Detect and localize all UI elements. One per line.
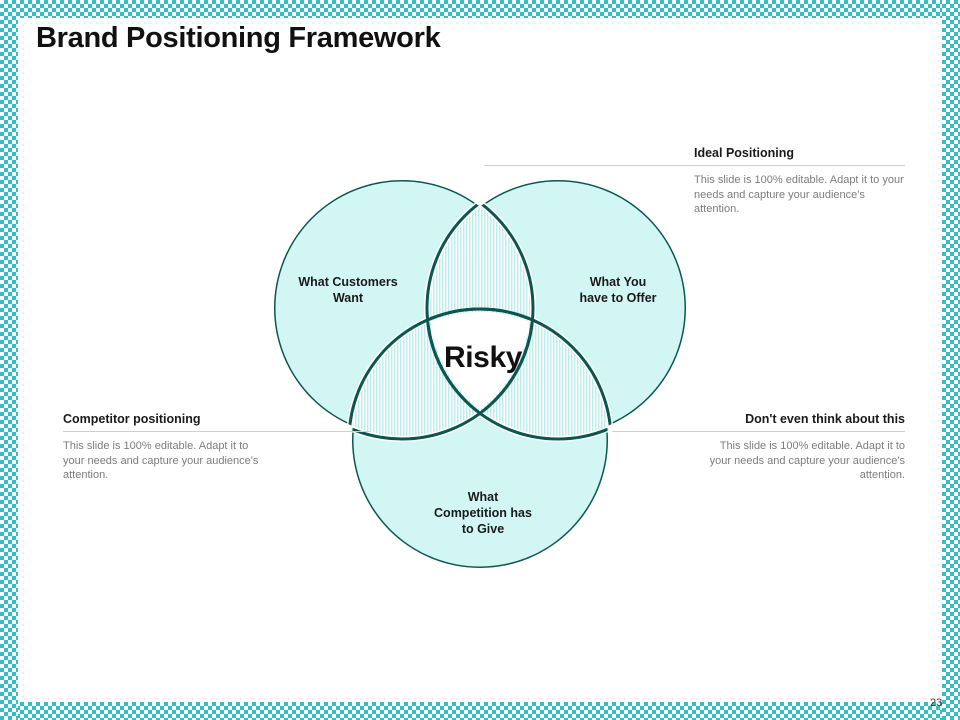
border-band-top	[0, 0, 960, 18]
callout-competitor-positioning: Competitor positioning This slide is 100…	[63, 412, 370, 483]
callout-dont-body: This slide is 100% editable. Adapt it to…	[709, 440, 905, 481]
venn-center-label-risky: Risky	[443, 341, 523, 374]
venn-label-customers: What Customers Want	[298, 275, 398, 305]
venn-label-competition: What Competition has to Give	[434, 490, 532, 536]
dotted-edge-left	[20, 22, 24, 698]
callout-competitor-body: This slide is 100% editable. Adapt it to…	[63, 440, 259, 481]
callout-ideal-heading: Ideal Positioning	[694, 146, 795, 160]
callout-dont-think-about-this: Don't even think about this This slide i…	[612, 412, 905, 483]
dotted-edge-bottom	[22, 696, 940, 700]
venn-label-offer: What You have to Offer	[579, 275, 657, 305]
dotted-edge-right	[936, 22, 940, 698]
border-band-bottom	[0, 702, 960, 720]
page-number: 23	[930, 697, 943, 709]
dotted-edge-top	[22, 20, 940, 24]
callout-ideal-body: This slide is 100% editable. Adapt it to…	[694, 174, 904, 215]
callout-dont-heading: Don't even think about this	[745, 412, 905, 426]
callout-ideal-positioning: Ideal Positioning This slide is 100% edi…	[484, 146, 905, 217]
callout-competitor-heading: Competitor positioning	[63, 412, 201, 426]
callout-ideal-rule	[484, 165, 905, 166]
callout-dont-rule	[612, 431, 905, 432]
border-band-left	[0, 0, 18, 720]
callout-competitor-rule	[63, 431, 370, 432]
border-band-right	[942, 0, 960, 720]
page-title: Brand Positioning Framework	[36, 22, 441, 54]
venn-diagram	[262, 168, 698, 568]
